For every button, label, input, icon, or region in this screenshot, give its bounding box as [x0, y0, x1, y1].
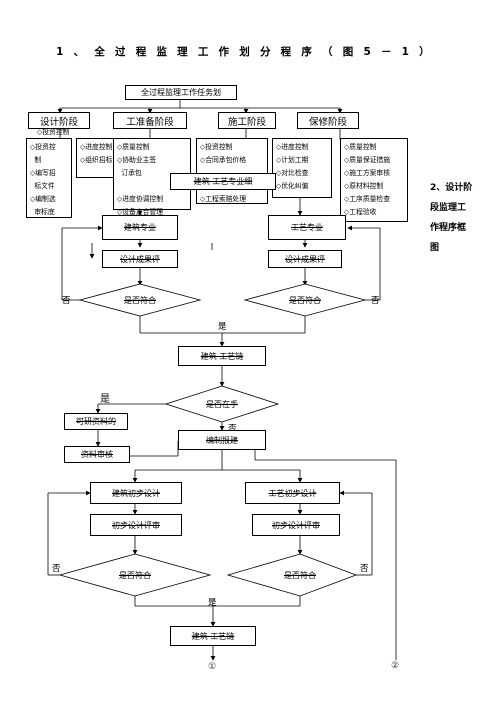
design-overlap-text: ◇投资控制 [37, 128, 70, 136]
decision-compliant-3: 是否符合 [119, 571, 151, 580]
feasibility-box: 可研资料的 [64, 413, 128, 430]
proc-review-box: 初步设计评审 [252, 514, 340, 536]
decision-compliant-1: 是否符合 [124, 296, 156, 305]
outline-box: 编制报建 [178, 430, 266, 450]
label-yes-upper: 是 [218, 322, 227, 332]
page-title: 1、全过程监理工作划分程序（图5－1） [56, 46, 440, 58]
connector-2-icon: ② [391, 661, 400, 671]
design-duties-a: ◇投资控 制 ◇编写招 标文件 ◇编制选 审标底 [26, 138, 72, 218]
arch-process-overlay: 建筑 工艺专业细 [170, 173, 276, 190]
proc-prelim-box: 工艺初步设计 [245, 482, 340, 504]
label-no-middle: 否 [228, 424, 237, 434]
arch-spec-box: 建筑专业 [102, 215, 178, 240]
arch-prelim-box: 建筑初步设计 [90, 482, 182, 504]
design-stage-note: 2、设计阶 段监理工 作程序框 图 [430, 183, 473, 253]
construction-duties-b: ◇进度控制 ◇计划工期 ◇对比检查 ◇优化纠偏 [272, 138, 332, 198]
arch-review-box: 初步设计评审 [90, 514, 182, 536]
phase-preparation: 工准备阶段 [113, 112, 187, 129]
arch-proc-box-2: 建筑 工艺链 [170, 626, 256, 646]
connector-1-icon: ① [208, 662, 217, 672]
label-no-left: 否 [62, 296, 71, 306]
decision-compliant-4: 是否符合 [284, 571, 316, 580]
proc-spec-box: 工艺专业 [268, 215, 346, 240]
decision-agree: 是否在手 [206, 400, 238, 409]
decision-compliant-2: 是否符合 [289, 296, 321, 305]
construction-duties-a: ◇投资控制 ◇合同承包价格 ◇工程索赔处理 [196, 138, 268, 204]
label-yes-left: 是 [100, 394, 110, 405]
label-no-lower-right: 否 [360, 564, 369, 574]
label-no-lower-left: 否 [52, 564, 61, 574]
label-yes-lower: 是 [208, 598, 217, 608]
task-division-box: 全过程监理工作任务划 [125, 85, 237, 100]
label-no-right: 否 [371, 296, 380, 306]
arch-summary-box: 设计成果评 [102, 250, 178, 268]
material-box: 资料审核 [64, 446, 130, 463]
phase-construction: 施工阶段 [218, 112, 276, 129]
arch-proc-box: 建筑 工艺链 [178, 346, 266, 366]
phase-warranty: 保修阶段 [297, 112, 359, 129]
warranty-duties: ◇质量控制 ◇质量保证措施 ◇施工方案审核 ◇原材料控制 ◇工序质量检查 ◇工程… [340, 138, 408, 222]
phase-design: 设计阶段 [28, 112, 90, 129]
proc-summary-box: 设计成果评 [268, 250, 342, 268]
